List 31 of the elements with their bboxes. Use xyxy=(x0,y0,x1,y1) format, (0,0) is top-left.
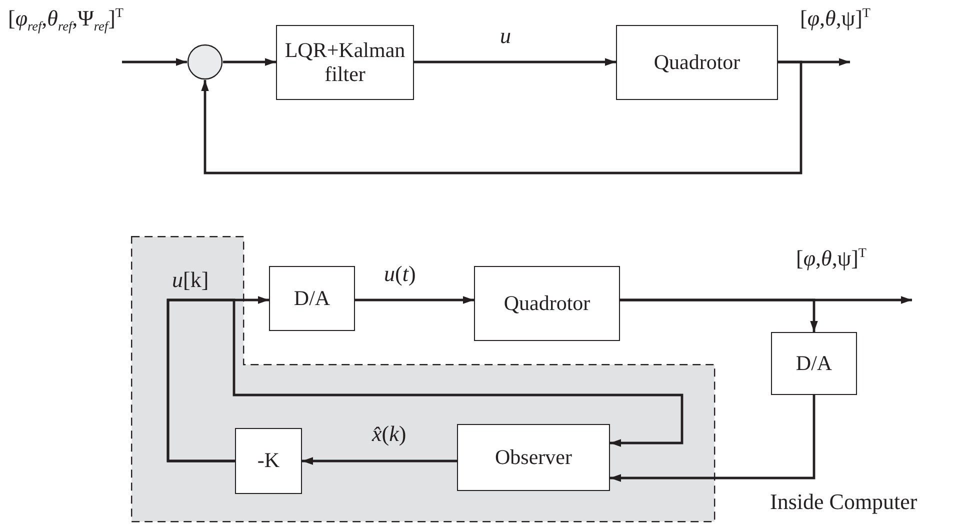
block-label: Observer xyxy=(494,446,573,470)
block-label: Quadrotor xyxy=(652,50,742,74)
edge-label: u(t) xyxy=(384,262,416,286)
block-label: D/A xyxy=(794,352,834,376)
arrow xyxy=(414,58,616,66)
block-box xyxy=(276,25,414,100)
arrow xyxy=(122,58,187,66)
region-caption: Inside Computer xyxy=(770,490,918,514)
arrow xyxy=(201,60,802,174)
edge-label: u xyxy=(500,24,511,48)
edge-label: [φ,θ,ψ]$^{T}$ xyxy=(796,246,866,271)
arrow xyxy=(223,58,276,66)
block-box xyxy=(474,266,620,341)
block-box xyxy=(457,424,610,491)
block-label: LQR+Kalman filter xyxy=(284,39,406,86)
block-label: Quadrotor xyxy=(502,292,592,316)
edge-label: [φ$_{ref}$,θ$_{ref}$,Ψ$_{ref}$]$^{T}$ xyxy=(8,6,124,34)
arrow xyxy=(166,298,684,462)
arrow xyxy=(355,296,474,304)
block-box xyxy=(616,25,778,100)
edge-label: [φ,θ,ψ]$^{T}$ xyxy=(800,6,870,31)
block-box xyxy=(235,428,302,494)
arrow xyxy=(610,395,816,482)
edge-label: x̂(k) xyxy=(372,422,406,446)
edge-label: u[k] xyxy=(172,268,209,292)
block-box xyxy=(771,332,857,395)
block-label: -K xyxy=(256,449,281,473)
block-box xyxy=(269,266,355,331)
block-label: D/A xyxy=(292,286,332,310)
arrow xyxy=(302,457,457,465)
arrow xyxy=(620,298,818,332)
